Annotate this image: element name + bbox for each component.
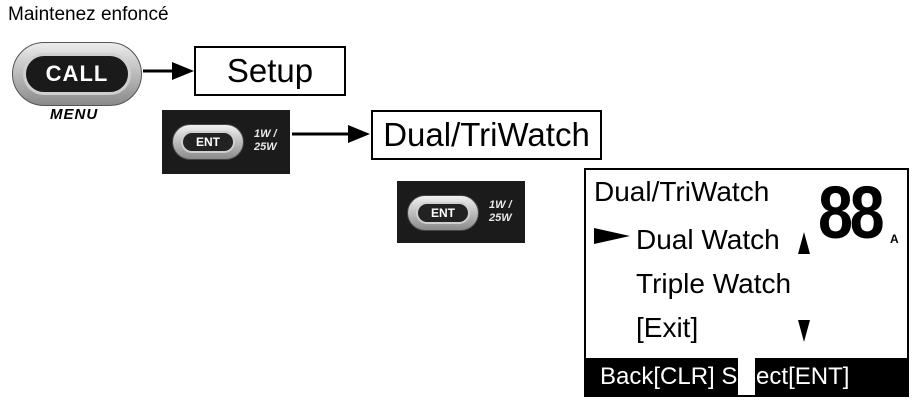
softkey-labels: Back[CLR] Select[ENT] [600, 363, 850, 390]
ent-panel-2: ENT 1W / 25W [397, 181, 525, 243]
dual-triwatch-box: Dual/TriWatch [371, 110, 602, 160]
ent-button-label: ENT [181, 131, 235, 153]
power-label-line2: 25W [489, 212, 512, 224]
arrow-call-to-setup [143, 62, 194, 80]
ent-button-1[interactable]: ENT [172, 124, 244, 160]
scroll-down-icon [798, 320, 810, 342]
scroll-up-icon [798, 232, 810, 254]
instruction-text: Maintenez enfoncé [8, 4, 169, 25]
menu-label: MENU [50, 106, 99, 123]
setup-menu-box: Setup [194, 46, 346, 96]
call-button-label: CALL [23, 53, 131, 95]
ent-button-2[interactable]: ENT [407, 195, 479, 231]
channel-number: 88 [818, 171, 885, 254]
lcd-title: Dual/TriWatch [594, 176, 770, 207]
call-menu-button[interactable]: CALL [12, 42, 142, 106]
menu-item-exit[interactable]: [Exit] [636, 312, 699, 343]
power-label-line1: 1W / [254, 128, 277, 140]
selection-pointer-icon [594, 228, 630, 244]
softkey-bar: Back[CLR] Select[ENT] [586, 358, 907, 395]
menu-item-triple-watch[interactable]: Triple Watch [636, 268, 792, 299]
power-label-line2: 25W [254, 141, 277, 153]
channel-suffix: A [890, 232, 899, 246]
power-label: 1W / 25W [489, 199, 512, 225]
power-label-line1: 1W / [489, 199, 512, 211]
lcd-screen: Dual/TriWatch 88 A Dual Watch Triple Wat… [584, 168, 909, 397]
ent-panel-1: ENT 1W / 25W [162, 110, 290, 174]
arrow-ent-to-dual [292, 125, 370, 143]
softkey-divider [738, 358, 755, 395]
power-label: 1W / 25W [254, 128, 277, 154]
menu-item-dual-watch[interactable]: Dual Watch [636, 224, 780, 255]
ent-button-label: ENT [416, 202, 470, 224]
